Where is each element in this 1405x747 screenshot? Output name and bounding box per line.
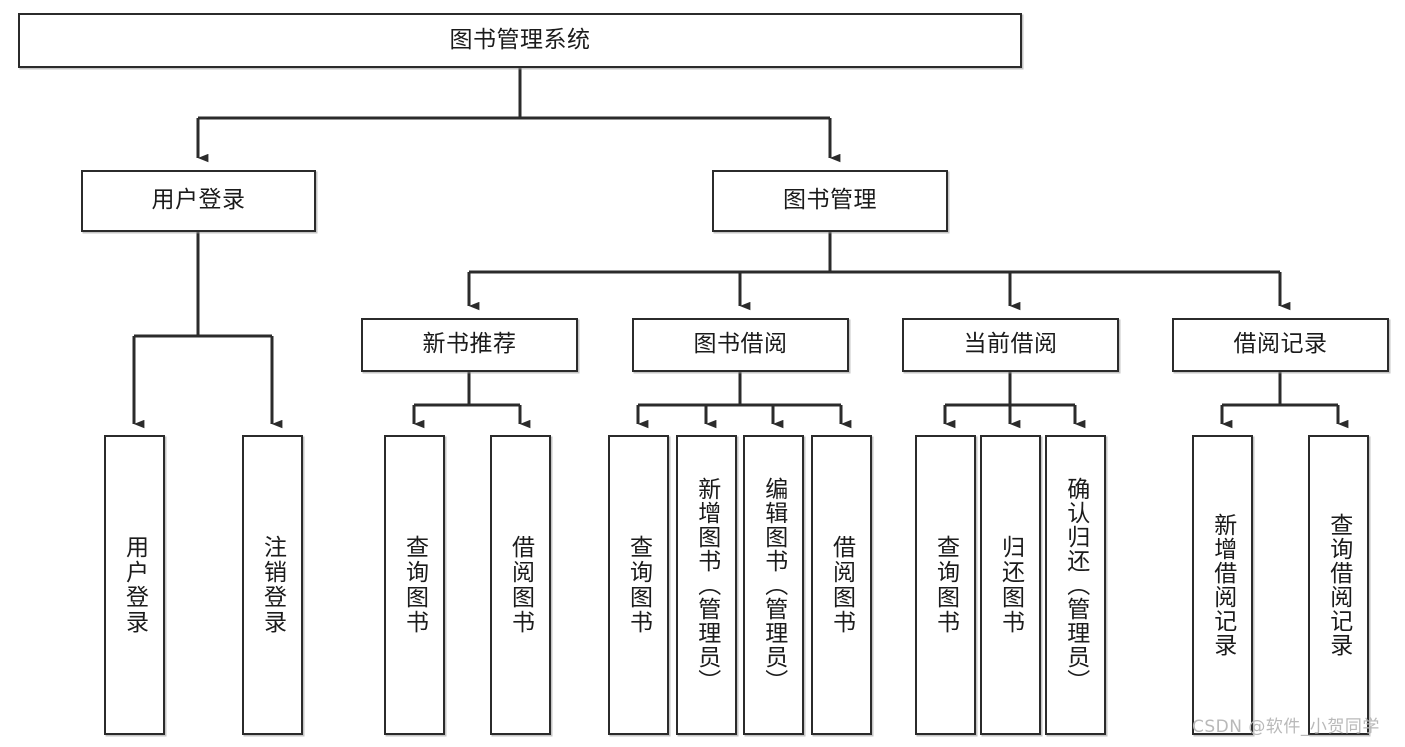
node-leaf-query-book-2[interactable]: 查询图书 (608, 435, 669, 735)
node-leaf-query-book-1[interactable]: 查询图书 (384, 435, 445, 735)
node-leaf-add-book[interactable]: 新增图书（管理员） (676, 435, 737, 735)
node-book-borrow[interactable]: 图书借阅 (632, 318, 849, 372)
node-leaf-logout-label: 注销登录 (259, 535, 286, 635)
node-root[interactable]: 图书管理系统 (18, 13, 1022, 68)
node-book-borrow-label: 图书借阅 (693, 331, 788, 358)
node-leaf-confirm-return[interactable]: 确认归还（管理员） (1045, 435, 1106, 735)
node-leaf-query-record-label: 查询借阅记录 (1325, 513, 1352, 657)
node-leaf-add-record[interactable]: 新增借阅记录 (1192, 435, 1253, 735)
node-root-label: 图书管理系统 (449, 26, 591, 53)
node-leaf-add-record-label: 新增借阅记录 (1209, 513, 1236, 657)
node-current-borrow-label: 当前借阅 (963, 331, 1058, 358)
node-current-borrow[interactable]: 当前借阅 (902, 318, 1119, 372)
node-leaf-query-book-3[interactable]: 查询图书 (915, 435, 976, 735)
node-user-login[interactable]: 用户登录 (81, 170, 316, 232)
node-leaf-query-book-2-label: 查询图书 (625, 535, 652, 635)
node-user-login-label: 用户登录 (151, 187, 246, 214)
node-new-book-recommend[interactable]: 新书推荐 (361, 318, 578, 372)
node-leaf-borrow-book-2[interactable]: 借阅图书 (811, 435, 872, 735)
node-borrow-record[interactable]: 借阅记录 (1172, 318, 1389, 372)
node-leaf-borrow-book-1[interactable]: 借阅图书 (490, 435, 551, 735)
node-leaf-query-book-1-label: 查询图书 (401, 535, 428, 635)
node-new-book-recommend-label: 新书推荐 (422, 331, 517, 358)
node-leaf-return-book[interactable]: 归还图书 (980, 435, 1041, 735)
node-book-management[interactable]: 图书管理 (712, 170, 948, 232)
node-borrow-record-label: 借阅记录 (1233, 331, 1328, 358)
node-leaf-user-login-label: 用户登录 (121, 535, 148, 635)
node-leaf-query-record[interactable]: 查询借阅记录 (1308, 435, 1369, 735)
node-leaf-logout[interactable]: 注销登录 (242, 435, 303, 735)
node-leaf-edit-book-label: 编辑图书（管理员） (760, 477, 787, 693)
node-leaf-borrow-book-2-label: 借阅图书 (828, 535, 855, 635)
node-leaf-return-book-label: 归还图书 (997, 535, 1024, 635)
node-leaf-borrow-book-1-label: 借阅图书 (507, 535, 534, 635)
node-leaf-edit-book[interactable]: 编辑图书（管理员） (743, 435, 804, 735)
node-leaf-confirm-return-label: 确认归还（管理员） (1062, 477, 1089, 693)
node-leaf-query-book-3-label: 查询图书 (932, 535, 959, 635)
node-book-management-label: 图书管理 (783, 187, 877, 214)
csdn-watermark: CSDN @软件_小贺同学 (1192, 717, 1380, 737)
node-leaf-user-login[interactable]: 用户登录 (104, 435, 165, 735)
node-leaf-add-book-label: 新增图书（管理员） (693, 477, 720, 693)
